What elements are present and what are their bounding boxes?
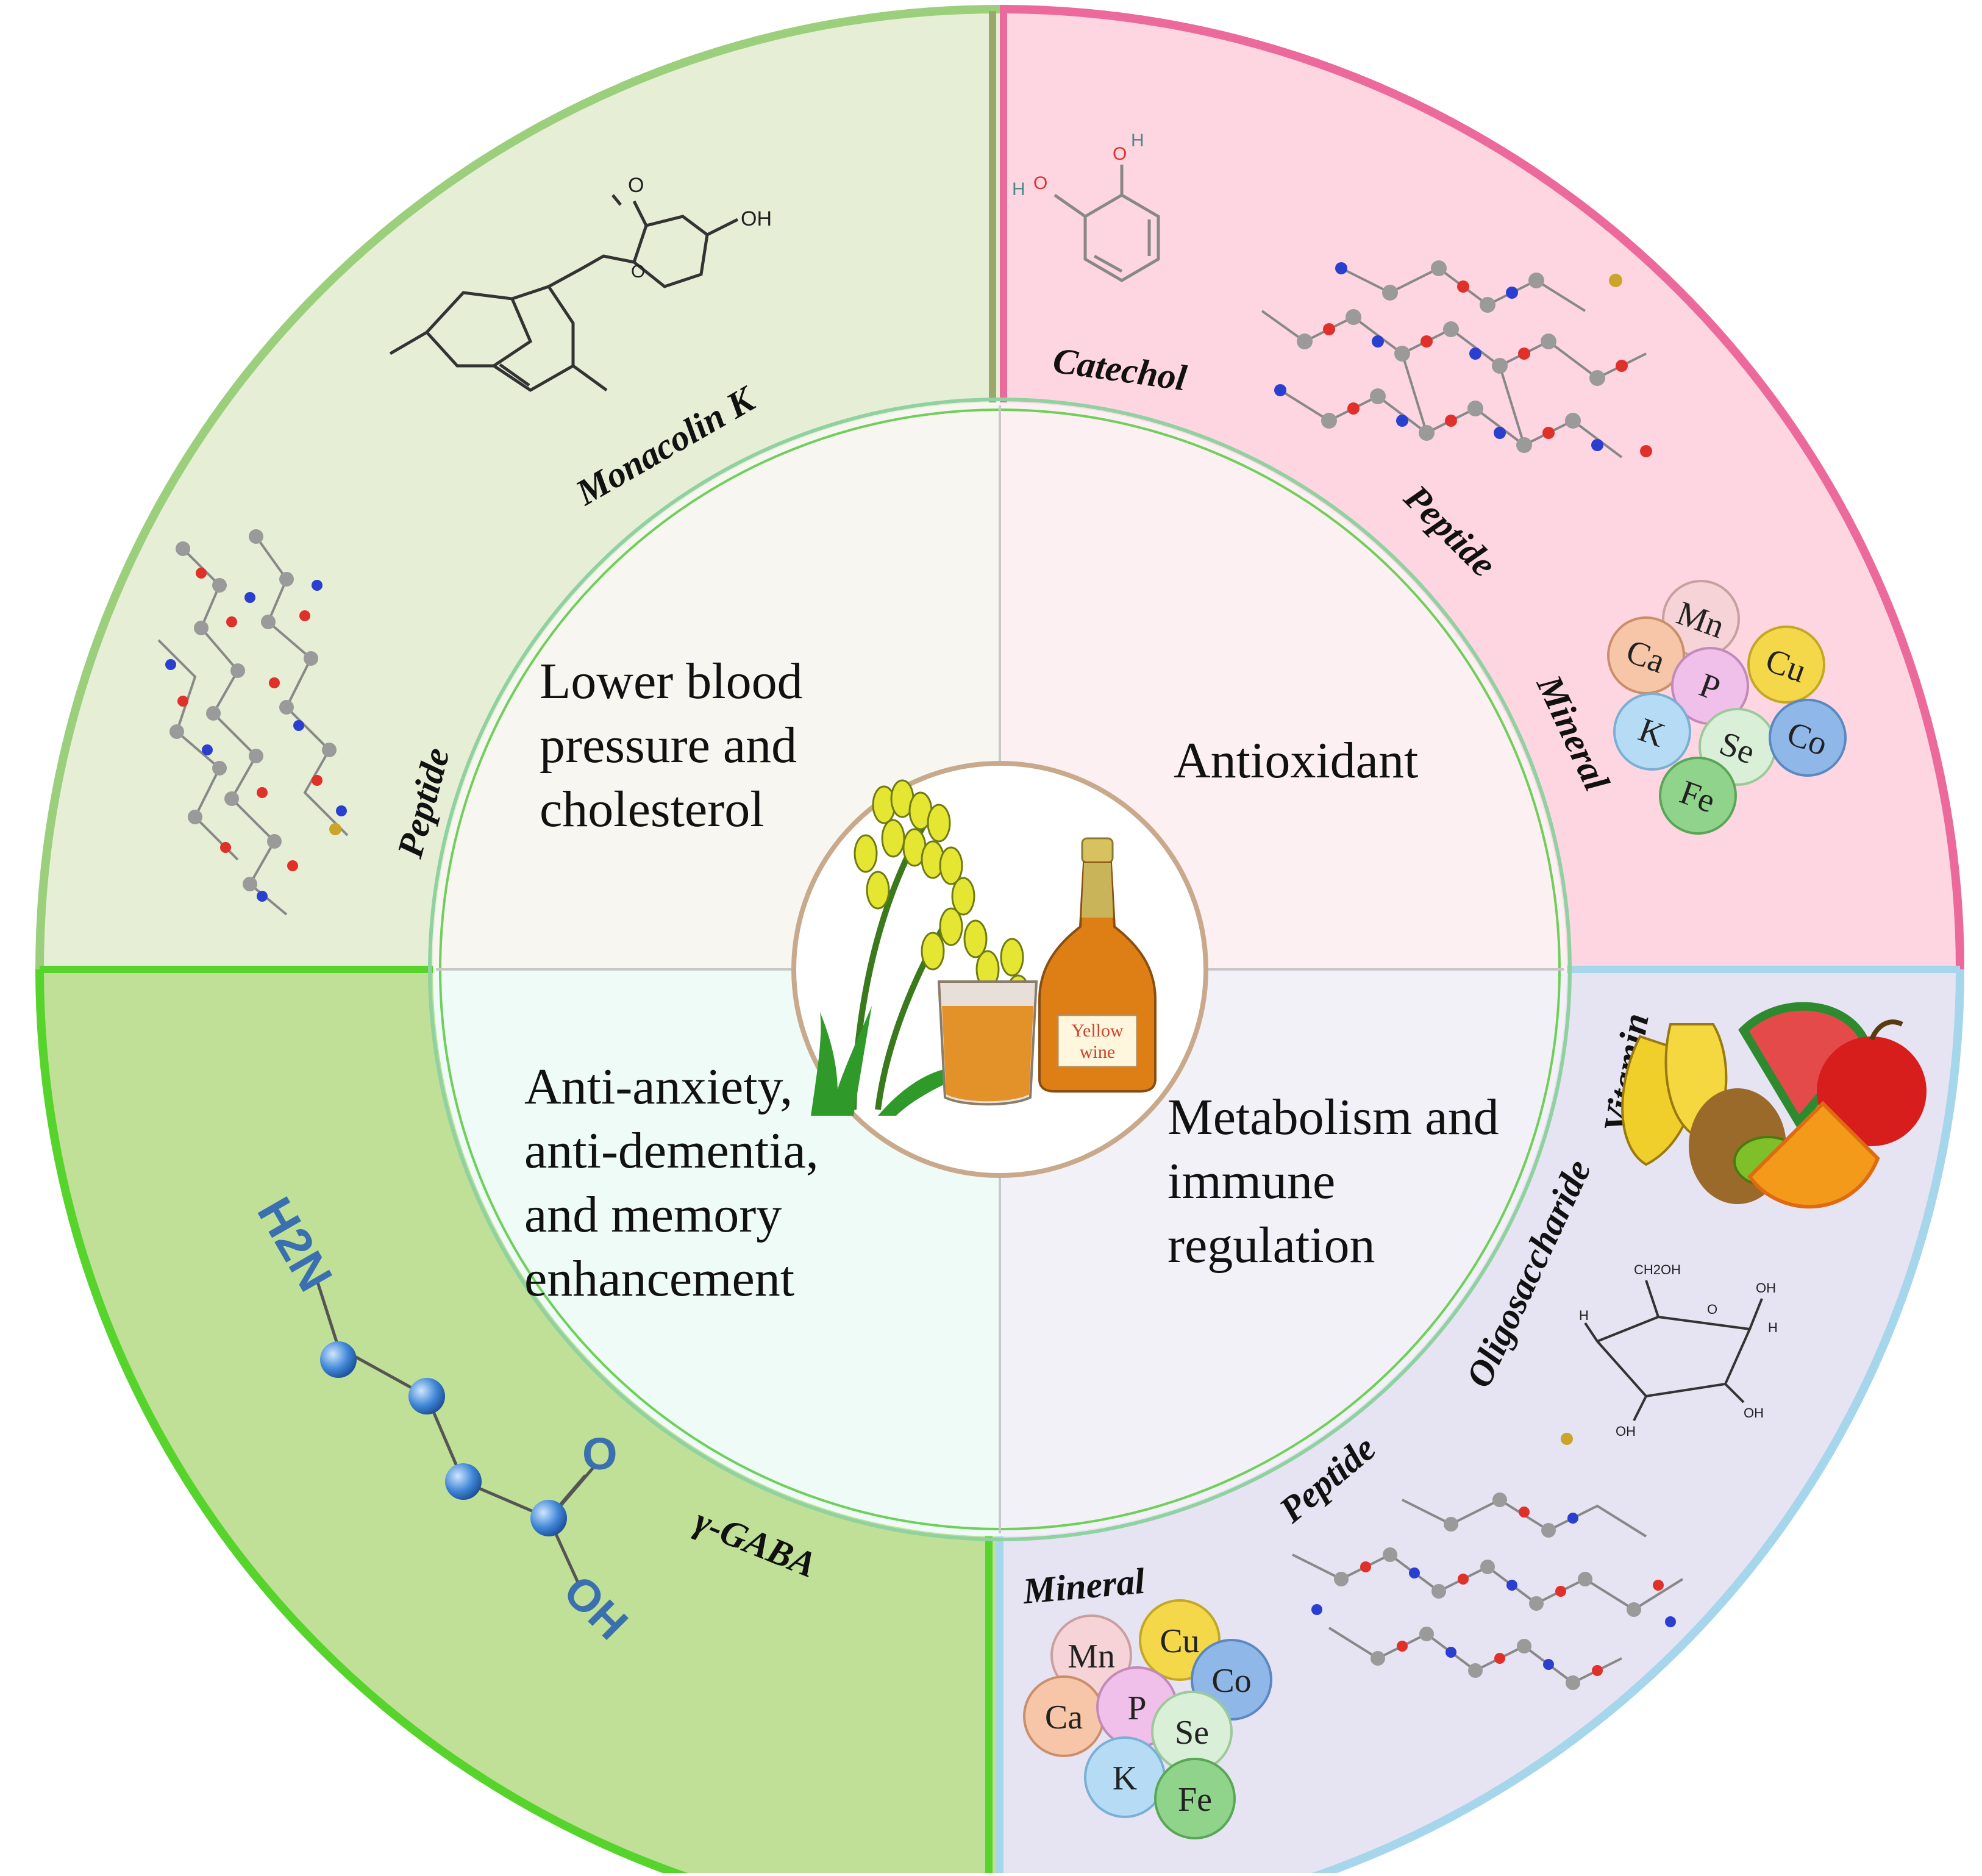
mineral-ball-mn-bottom-right: Mn — [1050, 1614, 1132, 1696]
effect-bottom-right-line-3: regulation — [1167, 1217, 1375, 1274]
mineral-ball-co-top-right: Co — [1769, 699, 1847, 777]
monacolin-oh-label: OH — [741, 207, 772, 230]
effect-bottom-left-line-4: enhancement — [524, 1250, 794, 1307]
svg-text:Fe: Fe — [1178, 1781, 1212, 1819]
gaba-o-label: O — [582, 1428, 618, 1479]
effect-bottom-left-line-2: anti-dementia, — [524, 1122, 819, 1179]
oligo-oh-2-label: OH — [1744, 1405, 1764, 1421]
catechol-structure-icon — [1053, 165, 1160, 282]
oligo-oh-3-label: OH — [1616, 1424, 1636, 1439]
apple-icon — [1817, 1036, 1927, 1146]
rim-top-left — [35, 5, 1000, 970]
wine-glass-icon — [937, 980, 1038, 1106]
catechol-o1-label: O — [1113, 144, 1127, 164]
effect-bottom-left-line-1: Anti-anxiety, — [524, 1058, 793, 1115]
svg-text:Se: Se — [1175, 1714, 1209, 1752]
mineral-ball-ca-bottom-right: Ca — [1023, 1675, 1105, 1757]
effect-top-left-line-1: Lower blood — [540, 653, 803, 710]
mineral-cluster-top-right: Mn Ca Cu P K Se Co Fe — [1607, 580, 1847, 835]
effect-bottom-right-line-1: Metabolism and — [1167, 1089, 1499, 1146]
mineral-ball-se-bottom-right: Se — [1151, 1691, 1233, 1772]
svg-text:K: K — [1113, 1760, 1137, 1797]
oligo-ch2oh-label: CH2OH — [1634, 1262, 1681, 1277]
effect-top-right-line-1: Antioxidant — [1174, 732, 1418, 789]
effect-bottom-right-line-2: immune — [1167, 1153, 1335, 1210]
oligo-o-label: O — [1707, 1302, 1717, 1317]
mineral-ball-p-top-right: P — [1671, 647, 1749, 725]
svg-text:P: P — [1127, 1689, 1146, 1727]
svg-text:Ca: Ca — [1045, 1699, 1083, 1736]
effect-bottom-left: Anti-anxiety, anti-dementia, and memory … — [524, 1058, 832, 1307]
fruits-vitamin-icon — [1621, 1002, 1927, 1209]
effect-texts: Lower blood pressure and cholesterol Ant… — [524, 653, 1512, 1307]
effect-top-left-line-2: pressure and — [540, 717, 797, 774]
oligo-oh-1-label: OH — [1756, 1280, 1776, 1296]
rim-bottom-right — [1303, 969, 1964, 1876]
oligo-h-2-label: H — [1768, 1320, 1778, 1335]
quadrant-dividers — [40, 11, 1960, 1876]
outer-rim — [35, 5, 1964, 1876]
effect-bottom-right: Metabolism and immune regulation — [1167, 1089, 1512, 1274]
peptide-ball-stick-icon-top-right — [1261, 260, 1652, 458]
svg-text:Co: Co — [1211, 1662, 1251, 1700]
mineral-ball-fe-top-right: Fe — [1659, 757, 1737, 835]
effect-bottom-left-line-3: and memory — [524, 1186, 782, 1243]
mineral-ball-fe-bottom-right: Fe — [1154, 1758, 1236, 1839]
monacolin-ring-o-label: O — [628, 174, 644, 197]
oligo-h-1-label: H — [1579, 1308, 1589, 1323]
rim-top-right — [999, 5, 1964, 970]
bottle-label — [1057, 1014, 1138, 1068]
rim-bottom-left — [35, 969, 697, 1876]
mineral-ball-cu-top-right: Cu — [1747, 626, 1825, 704]
oligosaccharide-structure-icon — [1584, 1280, 1763, 1421]
mineral-cluster-bottom-right: Mn Cu Co Ca P Se K Fe — [1023, 1599, 1272, 1839]
svg-text:Cu: Cu — [1160, 1622, 1199, 1660]
gaba-structure-icon — [315, 1280, 596, 1586]
inner-ring-border-outer — [428, 398, 1572, 1541]
peptide-ball-stick-icon-bottom-right — [1292, 1433, 1684, 1690]
effect-top-left-line-3: cholesterol — [540, 781, 765, 838]
monacolin-k-structure-icon — [389, 194, 739, 392]
bottle-label-line-2: wine — [1080, 1042, 1115, 1062]
orange-slice-icon — [1747, 1100, 1880, 1209]
mineral-ball-k-top-right: K — [1613, 693, 1691, 771]
mineral-ball-k-bottom-right: K — [1084, 1736, 1166, 1818]
catechol-h1-label: H — [1131, 130, 1144, 151]
svg-text:Mn: Mn — [1068, 1638, 1115, 1675]
yellow-wine-bottle-icon: Yellow wine — [1038, 837, 1157, 1093]
catechol-h2-label: H — [1012, 179, 1025, 199]
center-illustration: Yellow wine — [791, 761, 1208, 1178]
bottle-label-line-1: Yellow — [1071, 1021, 1124, 1041]
peptide-ball-stick-icon-top-left — [157, 529, 349, 916]
effect-top-left: Lower blood pressure and cholesterol — [540, 653, 816, 838]
mineral-ball-ca-top-right: Ca — [1607, 616, 1685, 694]
catechol-o2-label: O — [1033, 173, 1047, 193]
effect-top-right: Antioxidant — [1174, 732, 1418, 789]
monacolin-lactone-o-label: O — [631, 262, 645, 282]
